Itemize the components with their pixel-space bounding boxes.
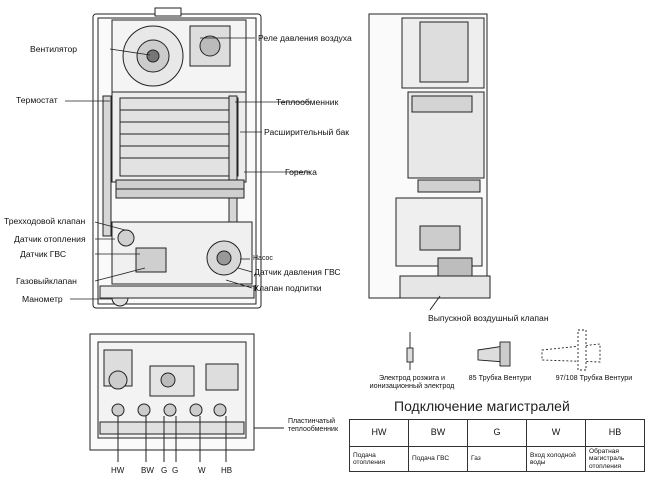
label-air-pressure-relay: Реле давления воздуха	[258, 33, 352, 43]
label-ventilator: Вентилятор	[30, 44, 78, 54]
label-three-way-valve: Трехходовой клапан	[4, 216, 86, 226]
bottom-tag-hb: HB	[221, 466, 233, 475]
conn-code-w: W	[526, 419, 586, 447]
table-row: HW BW G W HB	[349, 419, 645, 447]
bottom-tag-g1: G	[161, 466, 168, 475]
side-view	[368, 13, 491, 311]
caption-venturi-85: 85 Трубка Вентури	[468, 373, 532, 382]
conn-desc-bw: Подача ГВС	[408, 446, 468, 472]
bottom-tag-hw: HW	[111, 466, 125, 475]
label-burner: Горелка	[285, 167, 317, 177]
conn-desc-g: Газ	[467, 446, 527, 472]
label-air-release-valve: Выпускной воздушный клапан	[428, 313, 549, 323]
caption-electrode: Электрод розжига и ионизационный электро…	[369, 373, 455, 391]
label-dhw-pressure-sensor: Датчик давления ГВС	[254, 267, 341, 277]
table-row: Подача отопления Подача ГВС Газ Вход хол…	[349, 446, 645, 472]
label-fill-valve: Клапан подпитки	[254, 283, 322, 293]
caption-venturi-97: 97/108 Трубка Вентури	[555, 373, 633, 382]
accessories	[406, 329, 601, 371]
conn-code-hw: HW	[349, 419, 409, 447]
bottom-tag-g2: G	[172, 466, 179, 475]
conn-code-g: G	[467, 419, 527, 447]
label-dhw-sensor: Датчик ГВС	[20, 249, 67, 259]
conn-desc-hw: Подача отопления	[349, 446, 409, 472]
conn-desc-hb: Обратная магистраль отопления	[585, 446, 645, 472]
conn-code-hb: HB	[585, 419, 645, 447]
label-gas-valve: Газовыйклапан	[16, 276, 77, 286]
label-termostat: Термостат	[16, 95, 58, 105]
front-view	[92, 7, 262, 309]
label-heating-sensor: Датчик отопления	[14, 234, 86, 244]
bottom-tag-w: W	[198, 466, 206, 475]
label-expansion-tank: Расширительный бак	[264, 127, 349, 137]
conn-code-bw: BW	[408, 419, 468, 447]
label-pump: Насос	[253, 255, 273, 262]
connections-table: HW BW G W HB Подача отопления Подача ГВС…	[349, 419, 645, 472]
conn-desc-w: Вход холодной воды	[526, 446, 586, 472]
label-plate-exchanger: Пластинчатый теплообменник	[288, 418, 339, 434]
front-leaders	[65, 37, 310, 300]
label-heat-exchanger: Теплообменник	[276, 97, 339, 107]
bottom-view	[89, 333, 284, 462]
label-manometer: Манометр	[22, 294, 63, 304]
connections-title: Подключение магистралей	[394, 398, 570, 414]
bottom-tag-bw: BW	[141, 466, 154, 475]
